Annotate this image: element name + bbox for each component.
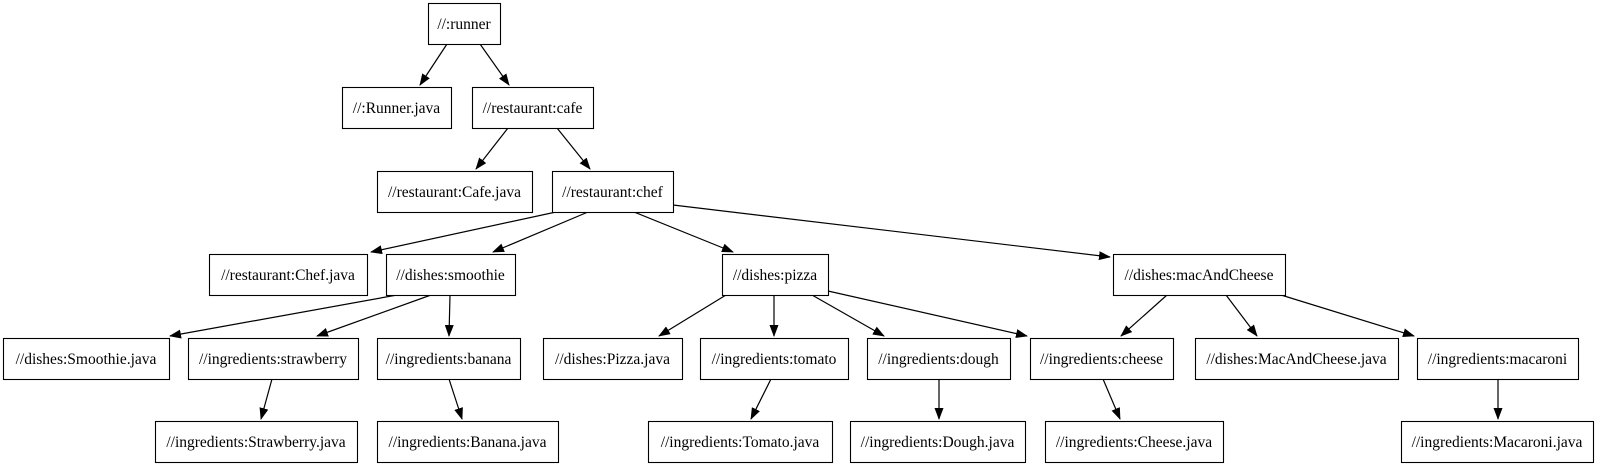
node-label-macaroni: //ingredients:macaroni bbox=[1428, 351, 1568, 368]
node-pizza-java: //dishes:Pizza.java bbox=[542, 337, 684, 381]
node-box-pizza-java bbox=[542, 337, 684, 381]
node-box-banana-java bbox=[376, 420, 560, 464]
node-box-cafe bbox=[471, 86, 595, 130]
edge-banana-to-banana-java bbox=[448, 378, 463, 420]
node-label-cafe-java: //restaurant:Cafe.java bbox=[388, 184, 521, 201]
edge-cafe-to-chef bbox=[556, 127, 591, 170]
node-runner-java: //:Runner.java bbox=[341, 86, 453, 130]
node-label-mac-and-cheese: //dishes:macAndCheese bbox=[1125, 267, 1274, 284]
edge-mac-and-cheese-to-macaroni bbox=[1280, 294, 1415, 338]
node-box-dough-java bbox=[849, 420, 1027, 464]
node-strawberry: //ingredients:strawberry bbox=[187, 337, 360, 381]
node-dough: //ingredients:dough bbox=[866, 337, 1012, 381]
node-macaroni: //ingredients:macaroni bbox=[1416, 337, 1580, 381]
node-label-banana-java: //ingredients:Banana.java bbox=[389, 434, 547, 451]
node-label-dough-java: //ingredients:Dough.java bbox=[861, 434, 1015, 451]
node-pizza: //dishes:pizza bbox=[721, 253, 830, 297]
node-cafe: //restaurant:cafe bbox=[471, 86, 595, 130]
node-mac-and-cheese: //dishes:macAndCheese bbox=[1112, 253, 1287, 297]
node-dough-java: //ingredients:Dough.java bbox=[849, 420, 1027, 464]
node-label-pizza-java: //dishes:Pizza.java bbox=[555, 351, 670, 368]
edge-chef-to-smoothie bbox=[492, 211, 589, 253]
edge-smoothie-to-strawberry bbox=[316, 294, 432, 337]
edge-mac-and-cheese-to-cheese bbox=[1120, 294, 1168, 337]
node-box-chef-java bbox=[208, 253, 369, 297]
node-box-runner-java bbox=[341, 86, 453, 130]
node-mac-and-cheese-java: //dishes:MacAndCheese.java bbox=[1194, 337, 1400, 381]
node-label-strawberry: //ingredients:strawberry bbox=[199, 351, 347, 368]
node-label-runner: //:runner bbox=[437, 16, 491, 33]
node-box-strawberry-java bbox=[154, 420, 359, 464]
node-cheese-java: //ingredients:Cheese.java bbox=[1044, 420, 1225, 464]
node-label-tomato: //ingredients:tomato bbox=[712, 351, 837, 368]
node-label-chef: //restaurant:chef bbox=[562, 184, 664, 201]
node-smoothie-java: //dishes:Smoothie.java bbox=[2, 337, 171, 381]
node-box-dough bbox=[866, 337, 1012, 381]
node-box-banana bbox=[376, 337, 522, 381]
node-cheese: //ingredients:cheese bbox=[1029, 337, 1175, 381]
edge-chef-to-pizza bbox=[633, 211, 734, 253]
node-runner: //:runner bbox=[427, 2, 502, 46]
node-tomato-java: //ingredients:Tomato.java bbox=[647, 420, 834, 464]
node-cafe-java: //restaurant:Cafe.java bbox=[376, 170, 534, 214]
edge-cheese-to-cheese-java bbox=[1102, 378, 1121, 420]
node-box-runner bbox=[427, 2, 502, 46]
node-box-mac-and-cheese bbox=[1112, 253, 1287, 297]
edge-pizza-to-pizza-java bbox=[658, 294, 727, 337]
node-box-cheese-java bbox=[1044, 420, 1225, 464]
node-box-chef bbox=[551, 170, 675, 214]
node-box-tomato-java bbox=[647, 420, 834, 464]
node-label-tomato-java: //ingredients:Tomato.java bbox=[661, 434, 820, 451]
node-label-mac-and-cheese-java: //dishes:MacAndCheese.java bbox=[1206, 351, 1386, 368]
node-macaroni-java: //ingredients:Macaroni.java bbox=[1400, 420, 1595, 464]
node-label-macaroni-java: //ingredients:Macaroni.java bbox=[1412, 434, 1583, 451]
node-strawberry-java: //ingredients:Strawberry.java bbox=[154, 420, 359, 464]
node-label-banana: //ingredients:banana bbox=[386, 351, 512, 368]
node-label-dough: //ingredients:dough bbox=[878, 351, 999, 368]
edge-strawberry-to-strawberry-java bbox=[259, 378, 273, 420]
edge-chef-to-mac-and-cheese bbox=[672, 204, 1111, 261]
node-label-cheese: //ingredients:cheese bbox=[1040, 351, 1163, 368]
node-box-strawberry bbox=[187, 337, 360, 381]
node-box-macaroni-java bbox=[1400, 420, 1595, 464]
node-box-cheese bbox=[1029, 337, 1175, 381]
node-label-cafe: //restaurant:cafe bbox=[483, 100, 583, 117]
edge-mac-and-cheese-to-mac-and-cheese-java bbox=[1225, 294, 1258, 337]
node-box-macaroni bbox=[1416, 337, 1580, 381]
node-label-pizza: //dishes:pizza bbox=[733, 267, 817, 284]
node-label-strawberry-java: //ingredients:Strawberry.java bbox=[166, 434, 345, 451]
node-smoothie: //dishes:smoothie bbox=[385, 253, 517, 297]
node-box-smoothie bbox=[385, 253, 517, 297]
edge-runner-to-runner-java bbox=[419, 43, 448, 86]
edge-smoothie-to-banana bbox=[444, 294, 454, 337]
node-box-tomato bbox=[699, 337, 850, 381]
edge-chef-to-chef-java bbox=[370, 211, 557, 255]
node-box-cafe-java bbox=[376, 170, 534, 214]
edge-pizza-to-dough bbox=[811, 294, 885, 337]
edge-pizza-to-cheese bbox=[827, 290, 1028, 338]
edge-runner-to-cafe bbox=[479, 43, 510, 86]
node-label-chef-java: //restaurant:Chef.java bbox=[221, 267, 355, 284]
node-box-mac-and-cheese-java bbox=[1194, 337, 1400, 381]
node-label-cheese-java: //ingredients:Cheese.java bbox=[1056, 434, 1212, 451]
node-banana: //ingredients:banana bbox=[376, 337, 522, 381]
node-chef: //restaurant:chef bbox=[551, 170, 675, 214]
node-banana-java: //ingredients:Banana.java bbox=[376, 420, 560, 464]
node-tomato: //ingredients:tomato bbox=[699, 337, 850, 381]
node-label-runner-java: //:Runner.java bbox=[353, 100, 441, 117]
node-label-smoothie: //dishes:smoothie bbox=[396, 267, 505, 284]
edge-cafe-to-cafe-java bbox=[475, 127, 509, 170]
node-chef-java: //restaurant:Chef.java bbox=[208, 253, 369, 297]
edge-smoothie-to-smoothie-java bbox=[169, 294, 398, 339]
edge-tomato-to-tomato-java bbox=[750, 378, 772, 420]
node-box-smoothie-java bbox=[2, 337, 171, 381]
node-label-smoothie-java: //dishes:Smoothie.java bbox=[16, 351, 157, 368]
node-box-pizza bbox=[721, 253, 830, 297]
